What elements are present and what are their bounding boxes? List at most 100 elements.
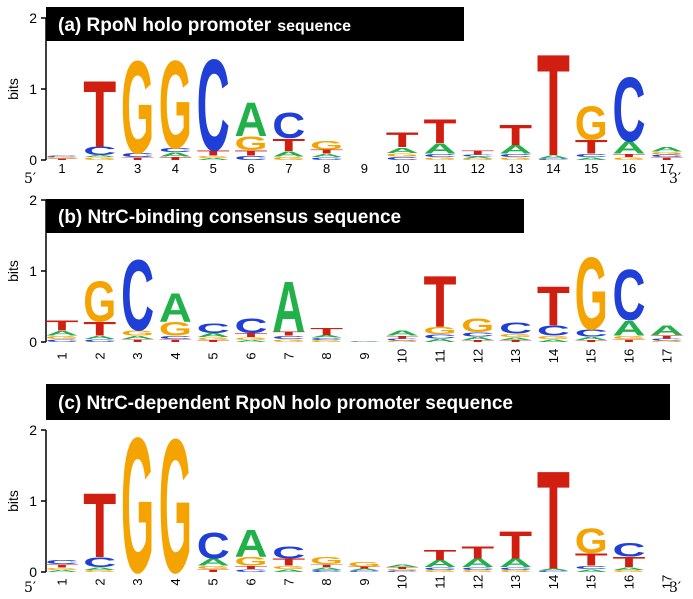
logo-letter-C: C (348, 340, 381, 341)
logo-letter-C: C (310, 569, 343, 572)
logo-letter-C: C (348, 570, 381, 572)
logo-letter-T: T (121, 339, 154, 343)
logo-letter-C: C (537, 158, 570, 160)
logo-letter-T: T (46, 158, 79, 160)
logo-letter-G: G (575, 235, 608, 351)
logo-letter-C: C (159, 147, 192, 153)
logo-letter-T: T (197, 339, 230, 342)
logo-letter-G: G (650, 340, 683, 342)
logo-letter-G: G (424, 157, 457, 161)
logo-letter-C: C (424, 153, 457, 158)
logo-letter-A: A (575, 336, 608, 341)
logo-letter-A: A (613, 317, 646, 341)
position-label: 16 (622, 161, 636, 176)
logo-letter-G: G (46, 335, 79, 340)
logo-letter-G: G (83, 269, 116, 334)
position-label: 2 (92, 578, 107, 585)
logo-letter-T: T (235, 332, 269, 338)
logo-letter-G: G (159, 34, 192, 175)
position-label: 6 (247, 161, 254, 176)
position-label: 5 (206, 352, 221, 359)
logo-letter-C: C (650, 338, 683, 341)
logo-letter-A: A (461, 557, 494, 570)
position-label: 5 (206, 578, 221, 585)
logo-letter-T: T (575, 136, 608, 158)
logo-letter-A: A (424, 338, 457, 343)
logo-letter-G: G (386, 340, 419, 342)
position-label: 11 (433, 161, 447, 176)
logo-letter-T: T (83, 474, 116, 576)
position-label: 8 (319, 352, 334, 359)
logo-letter-G: G (83, 569, 116, 572)
logo-letter-A: A (499, 144, 532, 157)
position-label: 9 (357, 578, 372, 585)
logo-letter-G: G (537, 335, 570, 340)
logo-letter-T: T (310, 148, 344, 154)
y-tick-label: 2 (29, 192, 37, 208)
logo-letter-T: T (650, 157, 683, 161)
five-prime-label: 5′ (24, 171, 36, 187)
logo-letter-C: C (386, 338, 419, 341)
y-tick-label: 2 (29, 10, 37, 26)
logo-letter-G: G (613, 335, 646, 340)
logo-letter-C: C (386, 570, 419, 572)
logo-letter-G: G (386, 569, 419, 571)
logo-letter-A: A (272, 149, 305, 158)
logo-panel-b: 012bitsCGAT1CATG2TAGC3TCGA4TGAC5AGTC6GCT… (5, 192, 684, 363)
logo-letter-G: G (424, 569, 457, 572)
logo-letter-T: T (386, 567, 419, 570)
logo-letter-A: A (386, 146, 419, 155)
logo-letter-T: T (272, 557, 305, 568)
logo-column: CAT (537, 443, 570, 599)
y-axis-label: bits (5, 260, 21, 282)
logo-letter-T: T (272, 330, 306, 336)
logo-letter-T: T (159, 156, 193, 161)
position-label: 8 (319, 578, 334, 585)
logo-letter-A: A (310, 153, 343, 158)
logo-letter-C: C (272, 543, 305, 562)
logo-letter-A: A (461, 336, 494, 341)
position-label: 2 (96, 161, 103, 176)
logo-letter-C: C (575, 328, 608, 339)
position-label: 1 (55, 352, 70, 359)
logo-letter-T: T (613, 153, 647, 158)
logo-letter-C: C (46, 339, 79, 343)
three-prime-label: 3′ (669, 171, 681, 187)
y-axis-label: bits (5, 78, 21, 100)
position-label: 12 (471, 161, 485, 176)
y-tick-label: 1 (29, 81, 37, 97)
logo-letter-A: A (159, 151, 192, 157)
logo-letter-G: G (159, 401, 192, 599)
logo-letter-T: T (310, 564, 343, 568)
position-label: 17 (659, 575, 674, 589)
logo-letter-C: C (499, 566, 532, 570)
y-axis-label: bits (5, 490, 21, 512)
logo-letter-C: C (46, 559, 79, 565)
logo-letter-G: G (197, 337, 230, 341)
logo-letter-A: A (613, 139, 646, 158)
logo-letter-T: T (424, 261, 457, 343)
logo-letter-G: G (272, 565, 305, 570)
logo-letter-A: A (272, 266, 305, 347)
position-label: 3 (130, 352, 145, 359)
logo-letter-A: A (197, 157, 230, 160)
logo-letter-T: T (83, 318, 116, 340)
logo-letter-G: G (159, 318, 192, 340)
logo-letter-G: G (424, 325, 457, 336)
logo-letter-A: A (575, 569, 608, 573)
